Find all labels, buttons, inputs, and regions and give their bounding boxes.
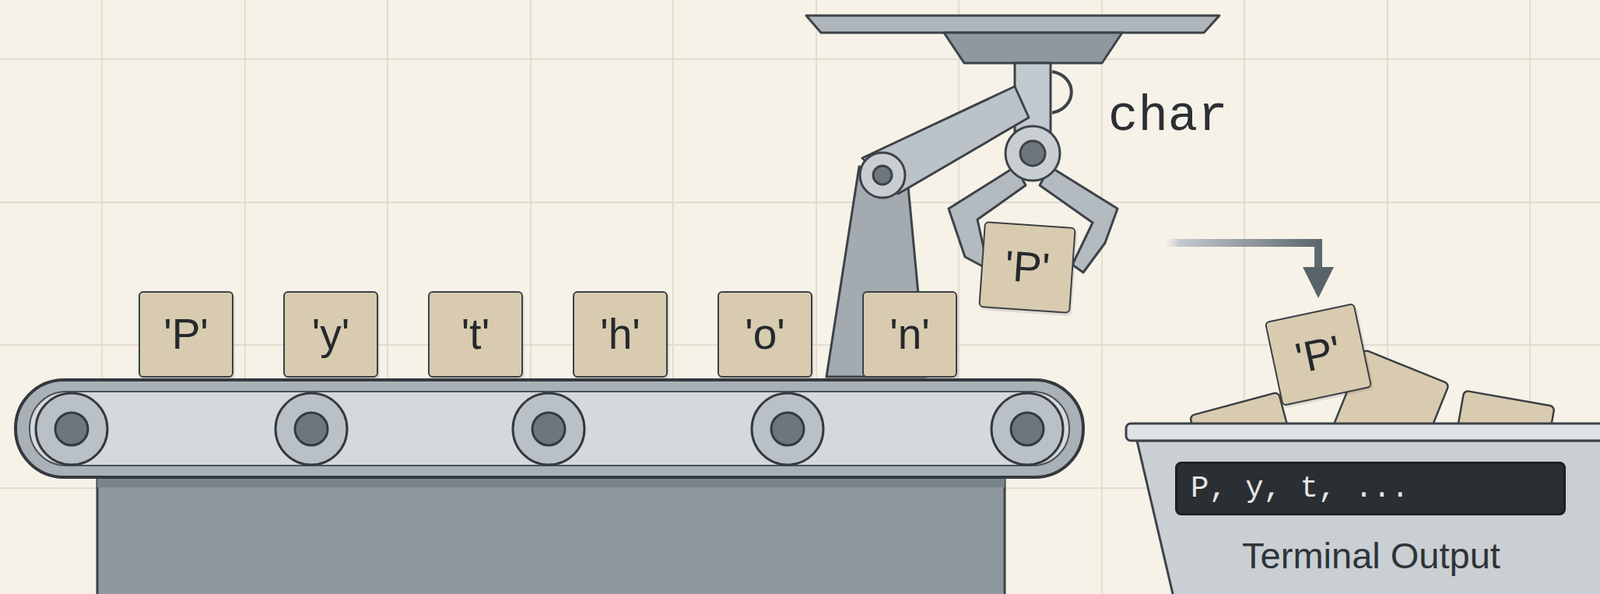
bin-body [1136, 440, 1600, 594]
robot-arm [806, 15, 1220, 377]
tile-char: 'y' [312, 310, 351, 358]
letter-tile: 'P' [138, 291, 234, 378]
output-bin: Terminal Output P, y, t, ... [1127, 423, 1600, 594]
tile-char: 'h' [600, 310, 641, 358]
flow-arrow [1079, 242, 1319, 267]
tile-char: 'o' [744, 310, 786, 358]
letter-tile: 'y' [283, 291, 379, 378]
letter-tile: 'n' [862, 291, 958, 378]
letter-tile: 'P' [1264, 302, 1372, 407]
tile-char: 't' [461, 310, 490, 358]
letter-tile: 'P' [978, 221, 1076, 314]
tile-char: 'P' [1003, 242, 1052, 292]
tile-char: 'n' [889, 310, 930, 358]
conveyor-base [97, 466, 1005, 594]
letter-tile: 'o' [717, 291, 813, 378]
tile-char: 'P' [163, 310, 209, 358]
conveyor-belt [15, 379, 1084, 478]
bin-label: Terminal Output [1176, 533, 1566, 578]
variable-label: char [1108, 87, 1229, 148]
bin-rim [1126, 423, 1600, 441]
belt-rollers [35, 392, 1064, 465]
letter-tile: 'h' [572, 291, 668, 378]
letter-tile: 't' [428, 291, 523, 378]
terminal-display: P, y, t, ... [1175, 461, 1566, 516]
tile-char: 'P' [1291, 326, 1345, 383]
terminal-text: P, y, t, ... [1177, 471, 1410, 506]
